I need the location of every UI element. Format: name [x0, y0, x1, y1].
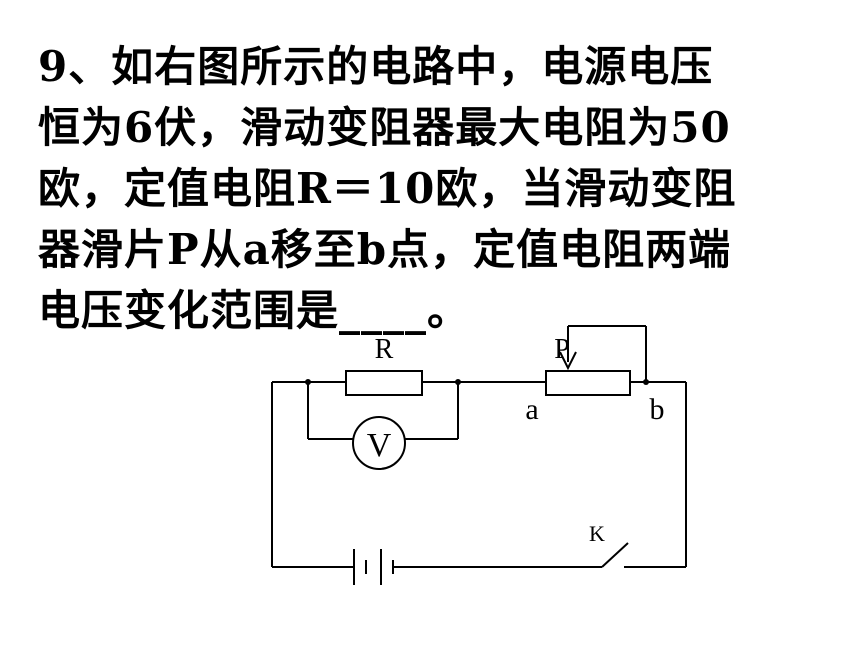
resistor-r	[345, 370, 423, 396]
junction-node	[643, 379, 649, 385]
question-line: 9、如右图所示的电路中，电源电压	[38, 42, 714, 91]
resistor-label: R	[375, 334, 394, 365]
question-line: 恒为6伏，滑动变阻器最大电阻为50	[38, 103, 731, 152]
question-text: 9、如右图所示的电路中，电源电压 恒为6伏，滑动变阻器最大电阻为50 欧，定值电…	[38, 36, 828, 341]
rheostat	[545, 370, 631, 396]
voltmeter-label: V	[367, 427, 392, 464]
question-line: 电压变化范围是____。	[38, 286, 471, 335]
terminal-a-label: a	[525, 393, 538, 426]
question-line: 欧，定值电阻R＝10欧，当滑动变阻	[38, 164, 737, 213]
slider-arrow	[559, 351, 577, 371]
switch-label: K	[589, 521, 605, 546]
question-line: 器滑片P从a移至b点，定值电阻两端	[38, 225, 732, 274]
voltmeter	[352, 416, 406, 470]
terminal-b-label: b	[650, 393, 665, 426]
switch-blade	[601, 542, 629, 568]
rheostat-label: P	[554, 334, 570, 365]
